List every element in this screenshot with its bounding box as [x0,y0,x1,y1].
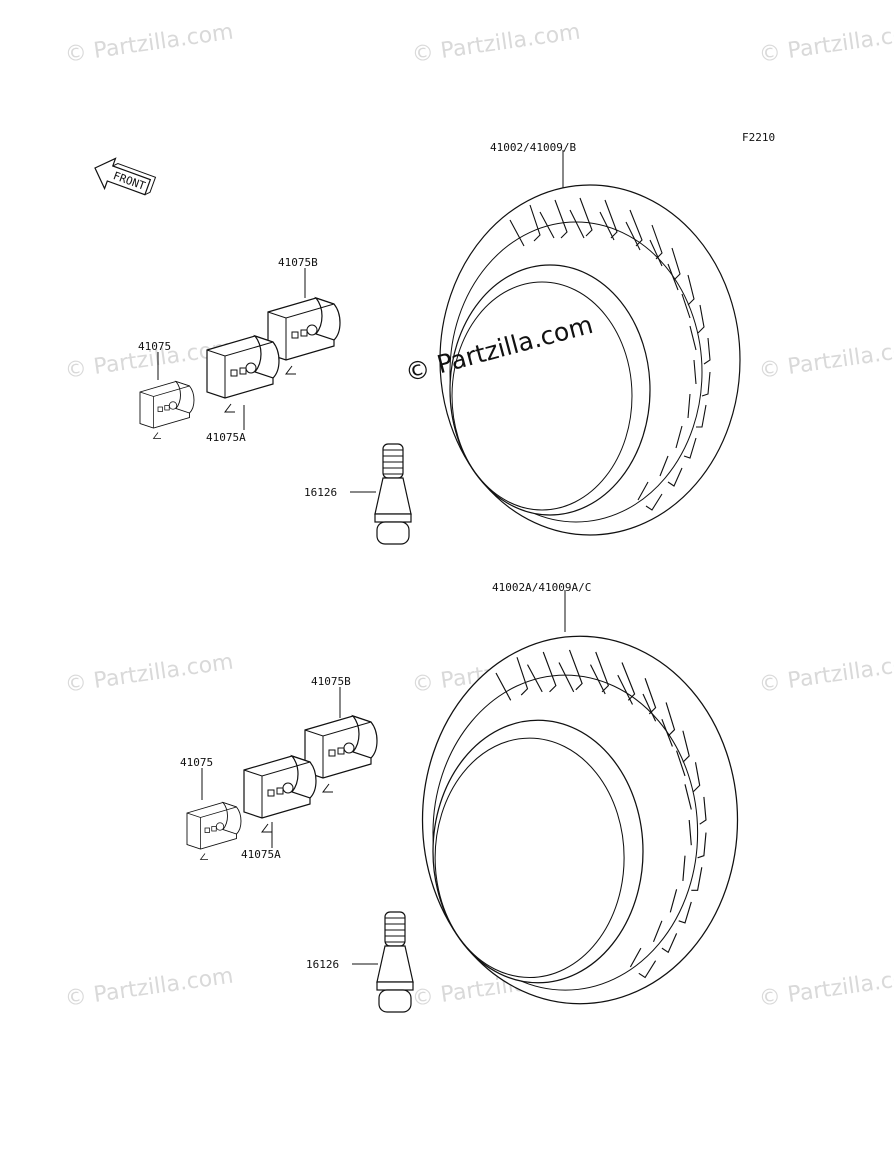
weight-bottom-label: 41075 [180,756,213,769]
watermark: © Partzilla.com [63,20,235,68]
weight-a-top [206,335,280,413]
valve-top-label: 16126 [304,486,337,499]
watermark: © Partzilla.com [757,650,894,698]
figure-code: F2210 [742,131,775,144]
watermark: © Partzilla.com [410,20,582,68]
weight-a-top-label: 41075A [206,431,246,444]
valve-bottom [376,911,414,1013]
weight-top-label: 41075 [138,340,171,353]
weight-top [139,381,195,439]
weight-a-bottom [243,755,317,833]
weight-a-bottom-label: 41075A [241,848,281,861]
weight-b-bottom-label: 41075B [311,675,351,688]
tire-bottom [421,635,739,1005]
tire-bottom-label: 41002A/41009A/C [492,581,591,594]
weight-bottom [186,802,242,860]
valve-bottom-label: 16126 [306,958,339,971]
watermark: © Partzilla.com [63,650,235,698]
watermark: © Partzilla.com [757,964,894,1012]
watermark: © Partzilla.com [63,964,235,1012]
watermark: © Partzilla.com [757,20,894,68]
tire-top-label: 41002/41009/B [490,141,576,154]
weight-b-top-label: 41075B [278,256,318,269]
bottom-group: 41002A/41009A/C 41075B 41075A 41075 1612… [180,581,739,1013]
watermark: © Partzilla.com [757,336,894,384]
front-arrow-icon: FRONT [94,157,157,196]
valve-top [374,443,412,545]
